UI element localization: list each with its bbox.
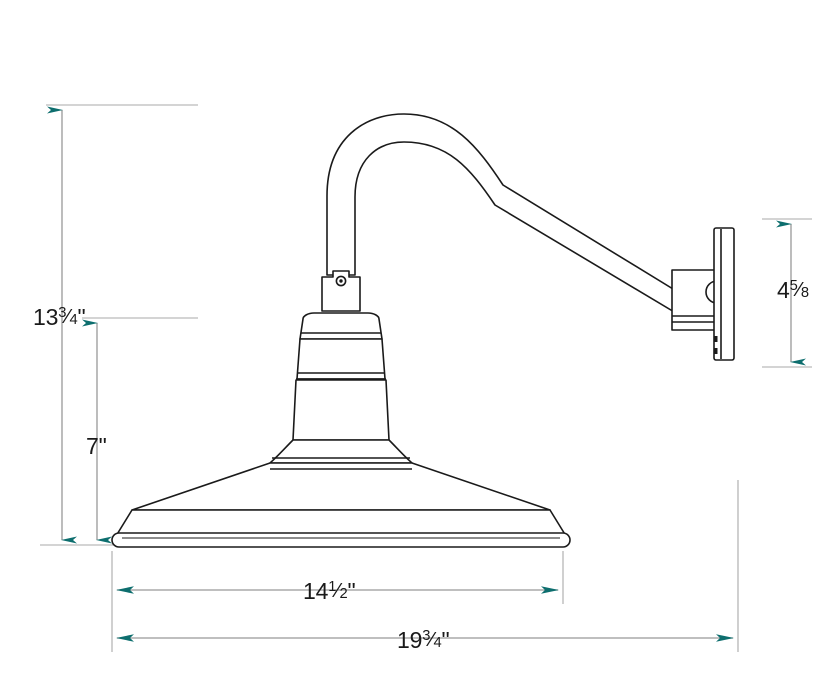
shade-lower-band [115,509,567,537]
dimension-label-shade-height: 7" [86,433,107,459]
fixture-outline [111,113,735,548]
set-screw-center [339,279,343,283]
shade-upper-flare [269,439,413,464]
neck-collar-lower [292,379,390,441]
dimension-label-overall-width: 193⁄4" [397,627,450,653]
neck-collar-upper [299,312,383,340]
wall-plate [713,227,735,361]
gooseneck-arm [326,113,692,323]
dimension-lines [47,106,806,642]
shade [131,462,551,511]
socket-fitter [321,270,361,312]
extension-lines [40,104,812,652]
dimension-label-mount-depth: 45⁄8 [777,277,809,303]
shade-rim [111,532,571,548]
dimension-label-overall-height: 133⁄4" [33,304,86,330]
dimension-label-shade-width: 141⁄2" [303,578,356,604]
